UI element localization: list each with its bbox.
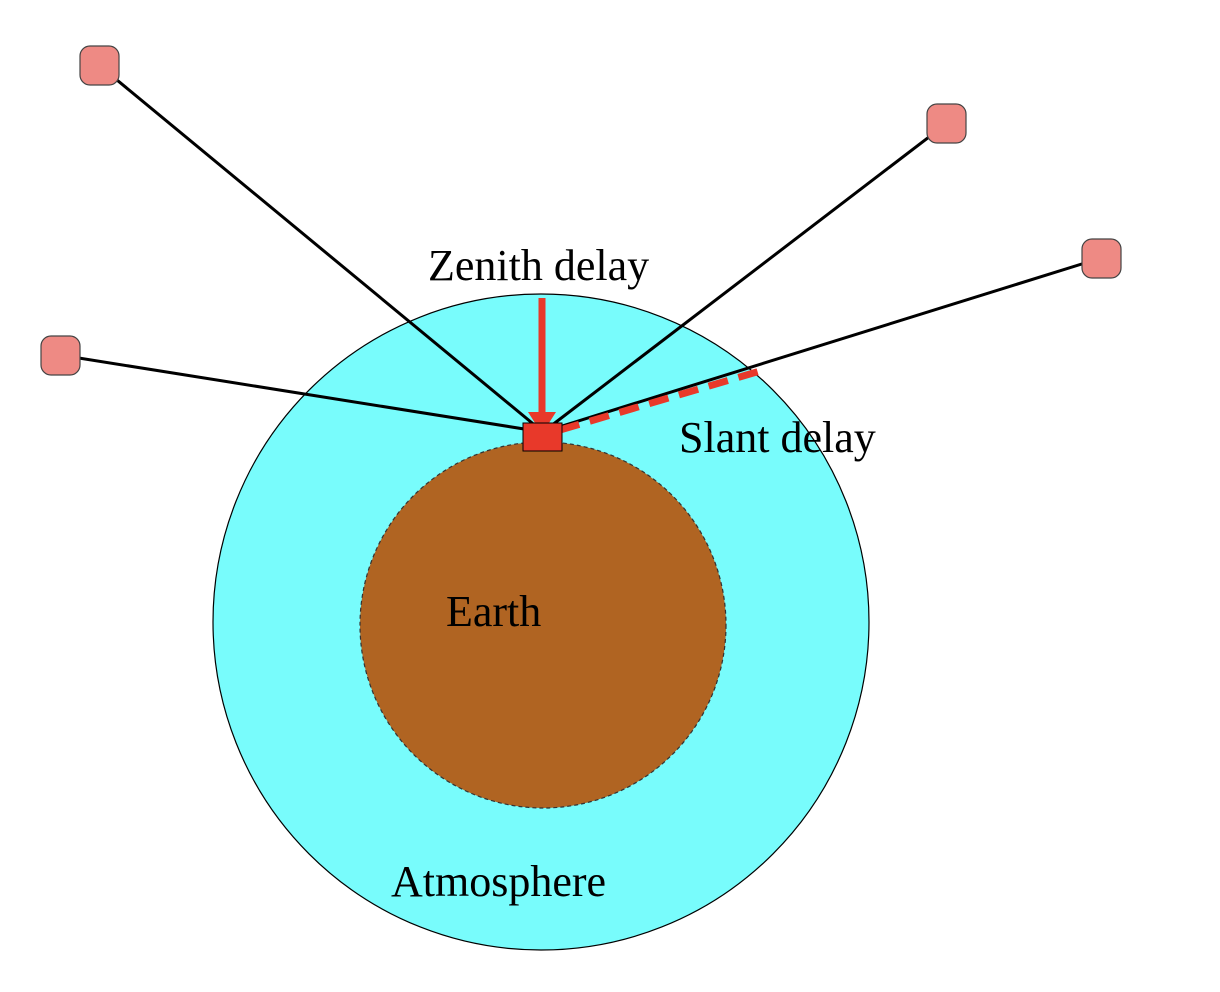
receiver-station: [522, 422, 563, 452]
signal-paths: [59, 64, 1102, 434]
signal-path-2: [59, 353, 544, 434]
signal-path-1: [99, 64, 544, 434]
satellite-2: [40, 335, 81, 376]
satellite-1: [79, 45, 120, 86]
earth-body: [359, 441, 727, 809]
satellite-3: [926, 103, 967, 144]
zenith-delay-label: Zenith delay: [428, 241, 649, 290]
signal-path-4: [542, 256, 1102, 434]
earth-label: Earth: [446, 587, 541, 636]
satellite-4: [1081, 238, 1122, 279]
atmosphere-label: Atmosphere: [391, 857, 606, 906]
satellites: [40, 45, 1122, 376]
slant-delay-line: [559, 367, 761, 434]
slant-delay-label: Slant delay: [679, 413, 876, 462]
signal-path-3: [542, 122, 947, 434]
